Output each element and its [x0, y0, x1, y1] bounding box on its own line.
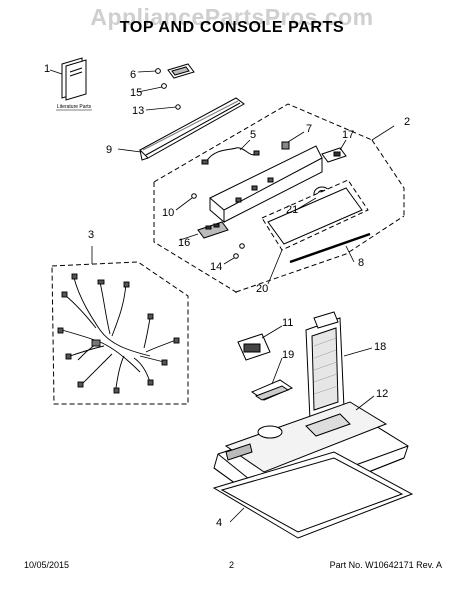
- button-part-17: [321, 147, 347, 163]
- screw-part-14a: [233, 253, 239, 259]
- user-interface-panel: [261, 179, 369, 251]
- strip-part-8: [289, 232, 371, 264]
- callout-15: 15: [130, 87, 142, 99]
- callout-3: 3: [88, 229, 94, 241]
- console-housing: [209, 145, 323, 224]
- literature-booklet: [61, 57, 87, 101]
- screw-part-10: [191, 193, 197, 199]
- lint-screen-part-18: [305, 311, 345, 421]
- watermark: AppliancePartsPros.com: [90, 4, 374, 30]
- callout-21: 21: [286, 204, 298, 216]
- callout-18: 18: [374, 341, 386, 353]
- cover-part-19: [250, 379, 294, 401]
- callout-1: 1: [44, 63, 50, 75]
- callout-9: 9: [106, 144, 112, 156]
- dashed-outline-console: [153, 182, 237, 294]
- callout-4: 4: [216, 517, 222, 529]
- wire-harness-box: [51, 261, 189, 405]
- callout-14: 14: [210, 261, 222, 273]
- callout-7: 7: [306, 123, 312, 135]
- callout-16: 16: [178, 237, 190, 249]
- bracket-part-6: [167, 63, 195, 79]
- screw-part-15a: [155, 68, 161, 74]
- callout-2: 2: [404, 116, 410, 128]
- footer-date: 10/05/2015: [24, 560, 70, 570]
- callout-numbers: 1 2 3 4 5 6 7 8 9 10 11 12 13 14 15 16 1…: [44, 63, 410, 529]
- literature-label: Literature Parts: [57, 104, 92, 110]
- footer-page-number: 2: [229, 560, 235, 570]
- page-title: TOP AND CONSOLE PARTS: [119, 19, 345, 36]
- callout-19: 19: [282, 349, 294, 361]
- callout-10: 10: [162, 207, 174, 219]
- callout-13: 13: [132, 105, 144, 117]
- callout-5: 5: [250, 129, 256, 141]
- callout-12: 12: [376, 388, 388, 400]
- leader-lines: [49, 69, 395, 523]
- module-part-11: [237, 333, 271, 361]
- console-back-panel-part-9: [139, 97, 245, 161]
- wire-harness-part-3: [57, 273, 180, 394]
- callout-8: 8: [358, 257, 364, 269]
- control-board-part-16: [197, 221, 229, 239]
- screw-part-14b: [239, 243, 245, 249]
- wire-harness-part-5: [201, 147, 260, 165]
- footer-part-number: Part No. W10642171 Rev. A: [329, 560, 442, 570]
- callout-11: 11: [282, 317, 293, 329]
- screw-part-13: [175, 104, 181, 110]
- callout-20: 20: [256, 283, 268, 295]
- gasket-part-4: [212, 451, 414, 539]
- callout-6: 6: [130, 69, 136, 81]
- callout-17: 17: [342, 129, 354, 141]
- clip-part-7: [281, 141, 290, 150]
- screw-part-15b: [161, 83, 167, 89]
